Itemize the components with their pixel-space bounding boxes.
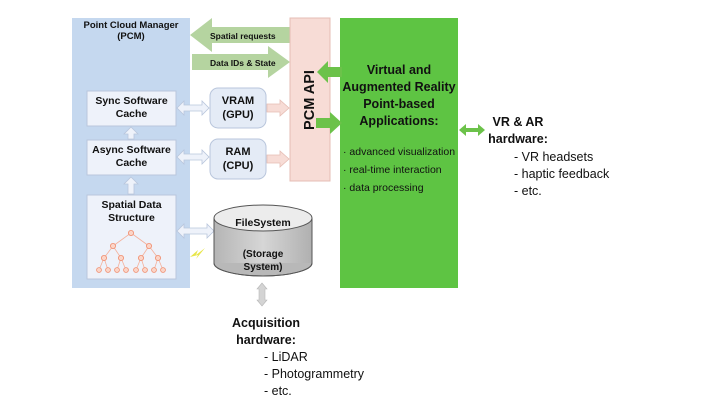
ram-box	[209, 138, 267, 180]
vr-hardware-item: - haptic feedback	[514, 167, 610, 181]
apps-box	[340, 18, 458, 288]
acquisition-title-line2: hardware:	[236, 333, 296, 347]
ram-label: RAM (CPU)	[210, 145, 266, 173]
apps-item: · advanced visualization	[343, 146, 456, 158]
lightning-icon	[190, 248, 205, 259]
acquisition-item: - Photogrammetry	[264, 367, 365, 381]
async-cache-box	[86, 139, 177, 176]
filesystem-cylinder	[213, 204, 313, 277]
vram-box	[209, 87, 267, 129]
apps-title-line3: Point-based	[363, 97, 435, 111]
apps-title-line2: Augmented Reality	[342, 80, 456, 94]
pcm-title-line1: Point Cloud Manager	[83, 20, 179, 31]
apps-list: · advanced visualization · real-time int…	[343, 143, 463, 197]
spatial-structure-line1: Spatial Data	[101, 199, 162, 211]
api-to-apps-arrow	[316, 112, 342, 134]
spatial-structure-line2: Structure	[108, 212, 155, 224]
arrow-label-spatial-requests: Spatial requests	[210, 31, 276, 41]
apps-title-line1: Virtual and	[366, 63, 432, 77]
acquisition-title-line1: Acquisition	[231, 316, 301, 330]
vram-label: VRAM (GPU)	[210, 94, 266, 122]
spatial-structure-label: Spatial Data Structure	[87, 199, 176, 225]
spatial-requests-arrow	[190, 18, 290, 52]
async-cache-line2: Cache	[115, 157, 148, 169]
vram-line1: VRAM	[221, 95, 255, 107]
data-ids-arrow	[192, 46, 290, 78]
filesystem-sub-line1: (Storage	[242, 249, 284, 260]
vr-hardware-title-line2: hardware:	[488, 132, 548, 146]
cache-up-arrows	[123, 126, 139, 195]
async-cache-label: Async Software Cache	[87, 144, 176, 170]
pcm-title-line2: (PCM)	[117, 31, 145, 42]
apps-title: Virtual and Augmented Reality Point-base…	[340, 62, 458, 130]
sync-cache-line1: Sync Software	[95, 95, 168, 107]
ram-line2: (CPU)	[222, 160, 254, 172]
filesystem-sub-line2: System)	[243, 262, 283, 273]
acquisition-hardware-title: Acquisition hardware:	[224, 315, 308, 349]
sync-cache-label: Sync Software Cache	[87, 95, 176, 121]
ram-line1: RAM	[225, 146, 251, 158]
apps-to-api-arrow	[317, 61, 342, 83]
vr-hardware-item: - etc.	[514, 184, 542, 198]
memory-api-arrows	[266, 99, 290, 168]
vr-hardware-list: - VR headsets - haptic feedback - etc.	[514, 149, 634, 200]
tree-nodes	[96, 229, 166, 273]
filesystem-title: FileSystem	[235, 217, 291, 229]
apps-item: · real-time interaction	[343, 164, 442, 176]
arrow-label-data-ids: Data IDs & State	[210, 58, 276, 68]
acquisition-arrow	[256, 282, 268, 307]
apps-vr-arrow	[459, 124, 485, 136]
vr-hardware-item: - VR headsets	[514, 150, 594, 164]
vram-line2: (GPU)	[222, 109, 254, 121]
pcm-api-label: PCM API	[302, 70, 318, 130]
apps-title-line4: Applications:	[359, 114, 439, 128]
apps-item: · data processing	[343, 182, 424, 194]
pcm-title: Point Cloud Manager (PCM)	[72, 20, 190, 42]
vr-hardware-title: VR & AR hardware:	[486, 114, 550, 148]
pcm-api-bar	[289, 17, 331, 182]
sync-cache-box	[86, 90, 177, 127]
async-cache-line1: Async Software	[92, 144, 171, 156]
acquisition-item: - etc.	[264, 384, 292, 398]
vr-hardware-title-line1: VR & AR	[492, 115, 544, 129]
acquisition-hardware-list: - LiDAR - Photogrammetry - etc.	[264, 349, 394, 400]
acquisition-item: - LiDAR	[264, 350, 308, 364]
filesystem-subtitle: (Storage System)	[214, 248, 312, 274]
sync-cache-line2: Cache	[115, 108, 148, 120]
